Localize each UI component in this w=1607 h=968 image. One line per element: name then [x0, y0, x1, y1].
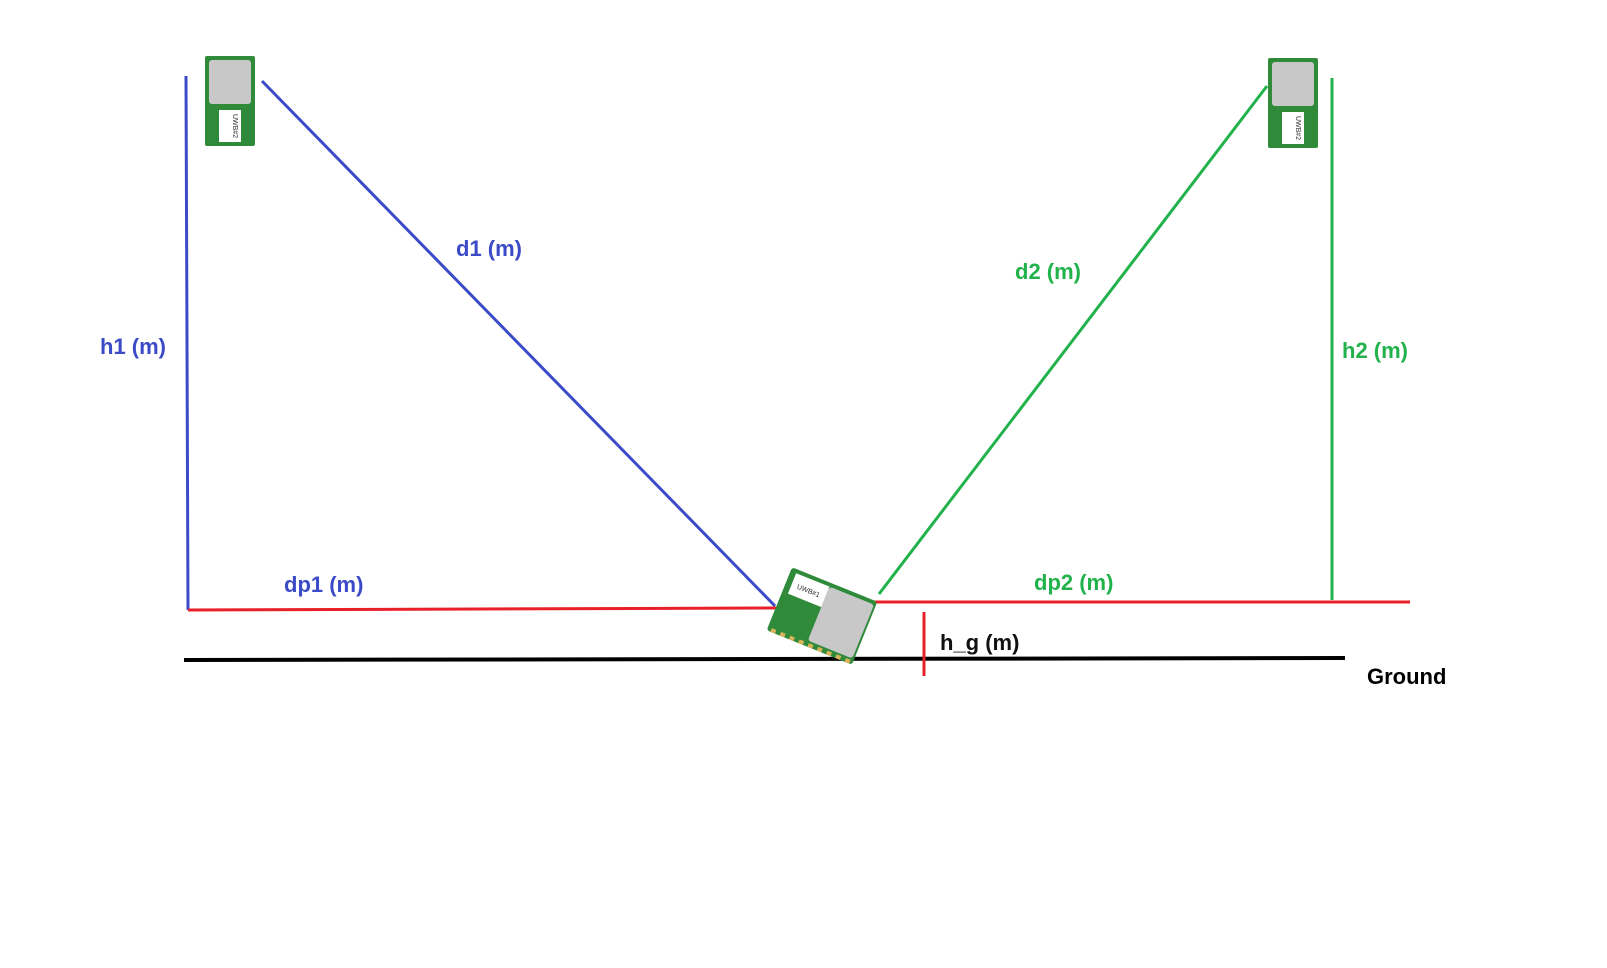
anchor1-module-text: UWB#2: [231, 114, 238, 138]
solder-pad: [825, 650, 833, 657]
h1-line: [184, 75, 190, 611]
d2-line: [877, 85, 1269, 595]
uwb-anchor-module-icon: UWB#2: [1268, 58, 1318, 148]
solder-pad: [798, 639, 805, 645]
label-d1: d1 (m): [456, 236, 522, 261]
solder-pad: [807, 643, 814, 649]
solder-pad: [844, 658, 851, 664]
solder-pad: [835, 654, 842, 660]
solder-pad: [788, 635, 795, 642]
tag-solder-pads: [770, 628, 851, 664]
anchor2-module-text: UWB#2: [1294, 116, 1301, 140]
solder-pad: [770, 628, 777, 634]
label-h1: h1 (m): [100, 334, 166, 359]
solder-pad: [779, 631, 786, 638]
d1-line: [260, 79, 777, 608]
label-dp2: dp2 (m): [1034, 570, 1113, 595]
label-ground: Ground: [1367, 664, 1446, 689]
uwb-anchor-module-icon: UWB#2: [205, 56, 255, 146]
dp1-line: [187, 606, 778, 612]
label-h2: h2 (m): [1342, 338, 1408, 363]
label-d2: d2 (m): [1015, 259, 1081, 284]
ground-line: [183, 656, 1346, 662]
label-dp1: dp1 (m): [284, 572, 363, 597]
label-hg: h_g (m): [940, 630, 1019, 655]
solder-pad: [816, 646, 823, 653]
uwb-tag-module-icon: UWB#1: [767, 568, 877, 664]
